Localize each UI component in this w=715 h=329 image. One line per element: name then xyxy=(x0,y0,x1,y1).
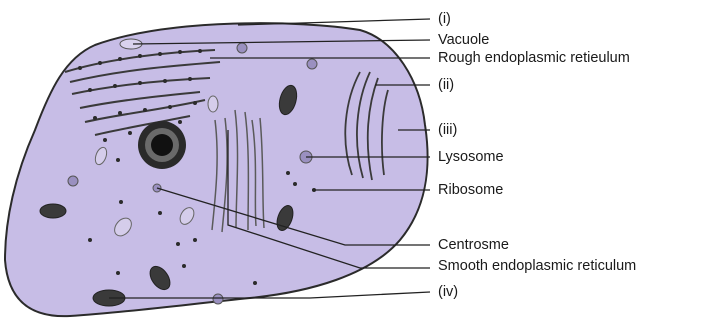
label-iv: (iv) xyxy=(438,284,458,300)
label-ii: (ii) xyxy=(438,77,454,93)
label-iii: (iii) xyxy=(438,122,457,138)
label-rough-er: Rough endoplasmic retieulum xyxy=(438,50,630,66)
label-lysosome: Lysosome xyxy=(438,149,504,165)
nucleus xyxy=(138,121,186,169)
label-i: (i) xyxy=(438,11,451,27)
label-centrosome: Centrosme xyxy=(438,237,509,253)
label-vacuole: Vacuole xyxy=(438,32,489,48)
label-smooth-er: Smooth endoplasmic reticulum xyxy=(438,258,636,274)
label-ribosome: Ribosome xyxy=(438,182,503,198)
